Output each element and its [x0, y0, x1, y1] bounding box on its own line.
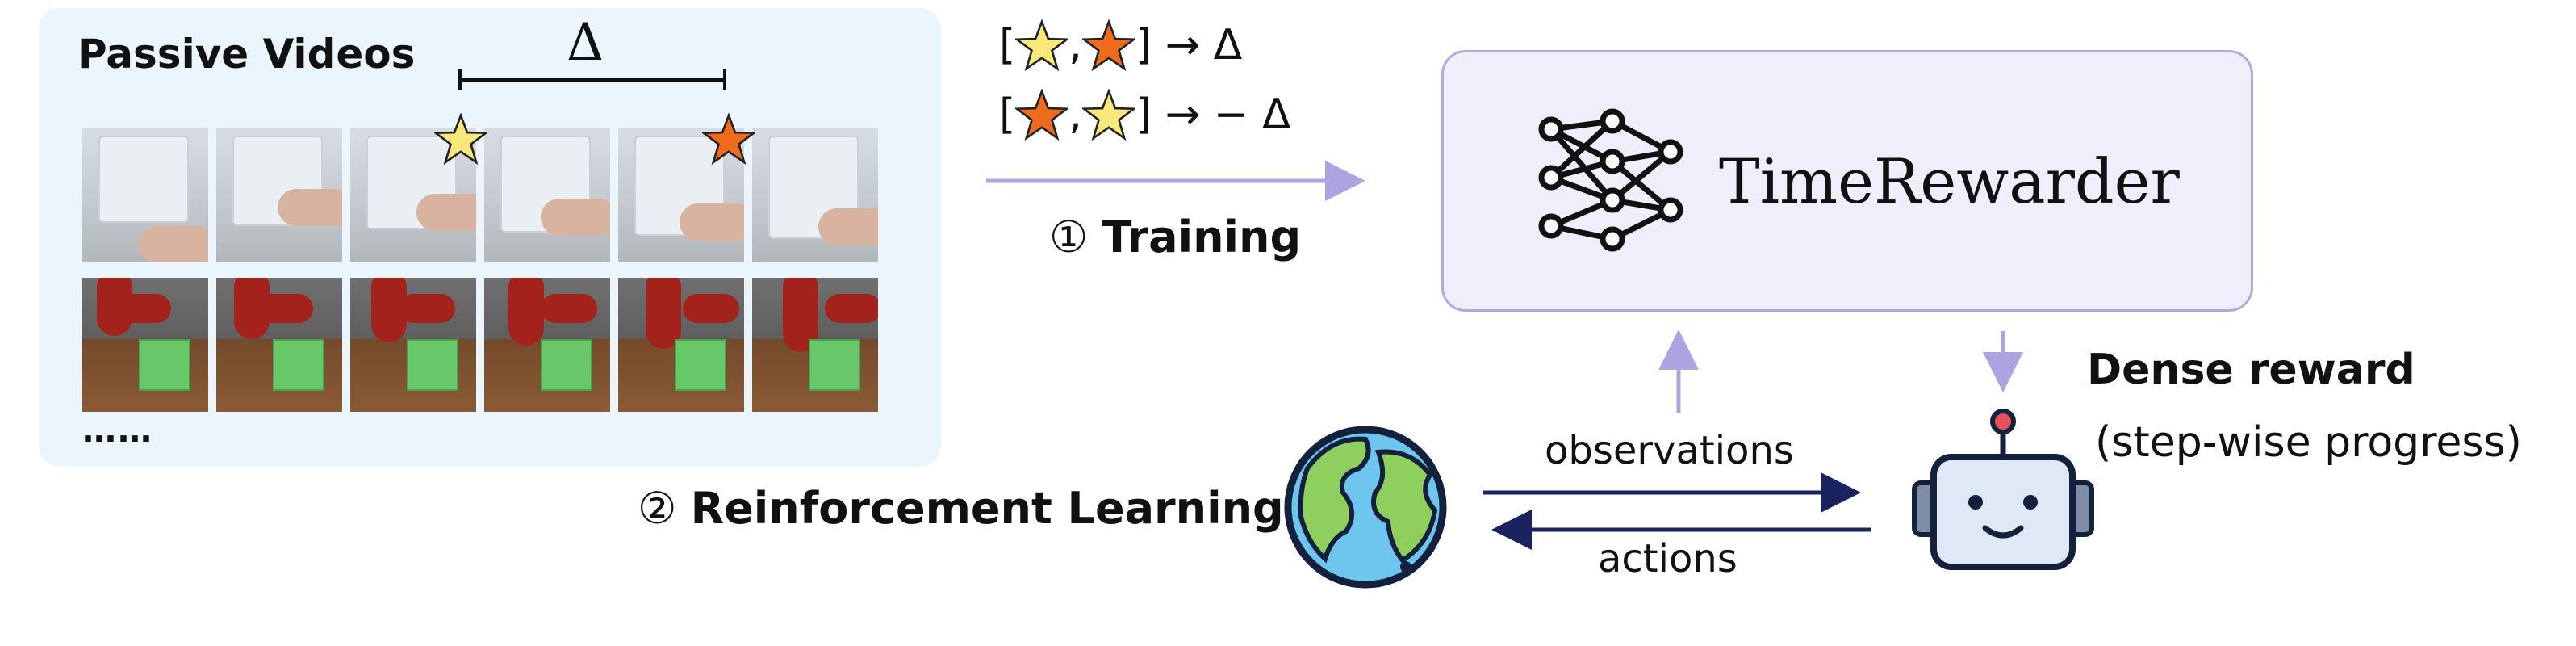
- earth-globe-icon: [1288, 430, 1443, 585]
- neural-network-icon: [1541, 111, 1680, 249]
- robot-agent-icon: [1914, 411, 2092, 567]
